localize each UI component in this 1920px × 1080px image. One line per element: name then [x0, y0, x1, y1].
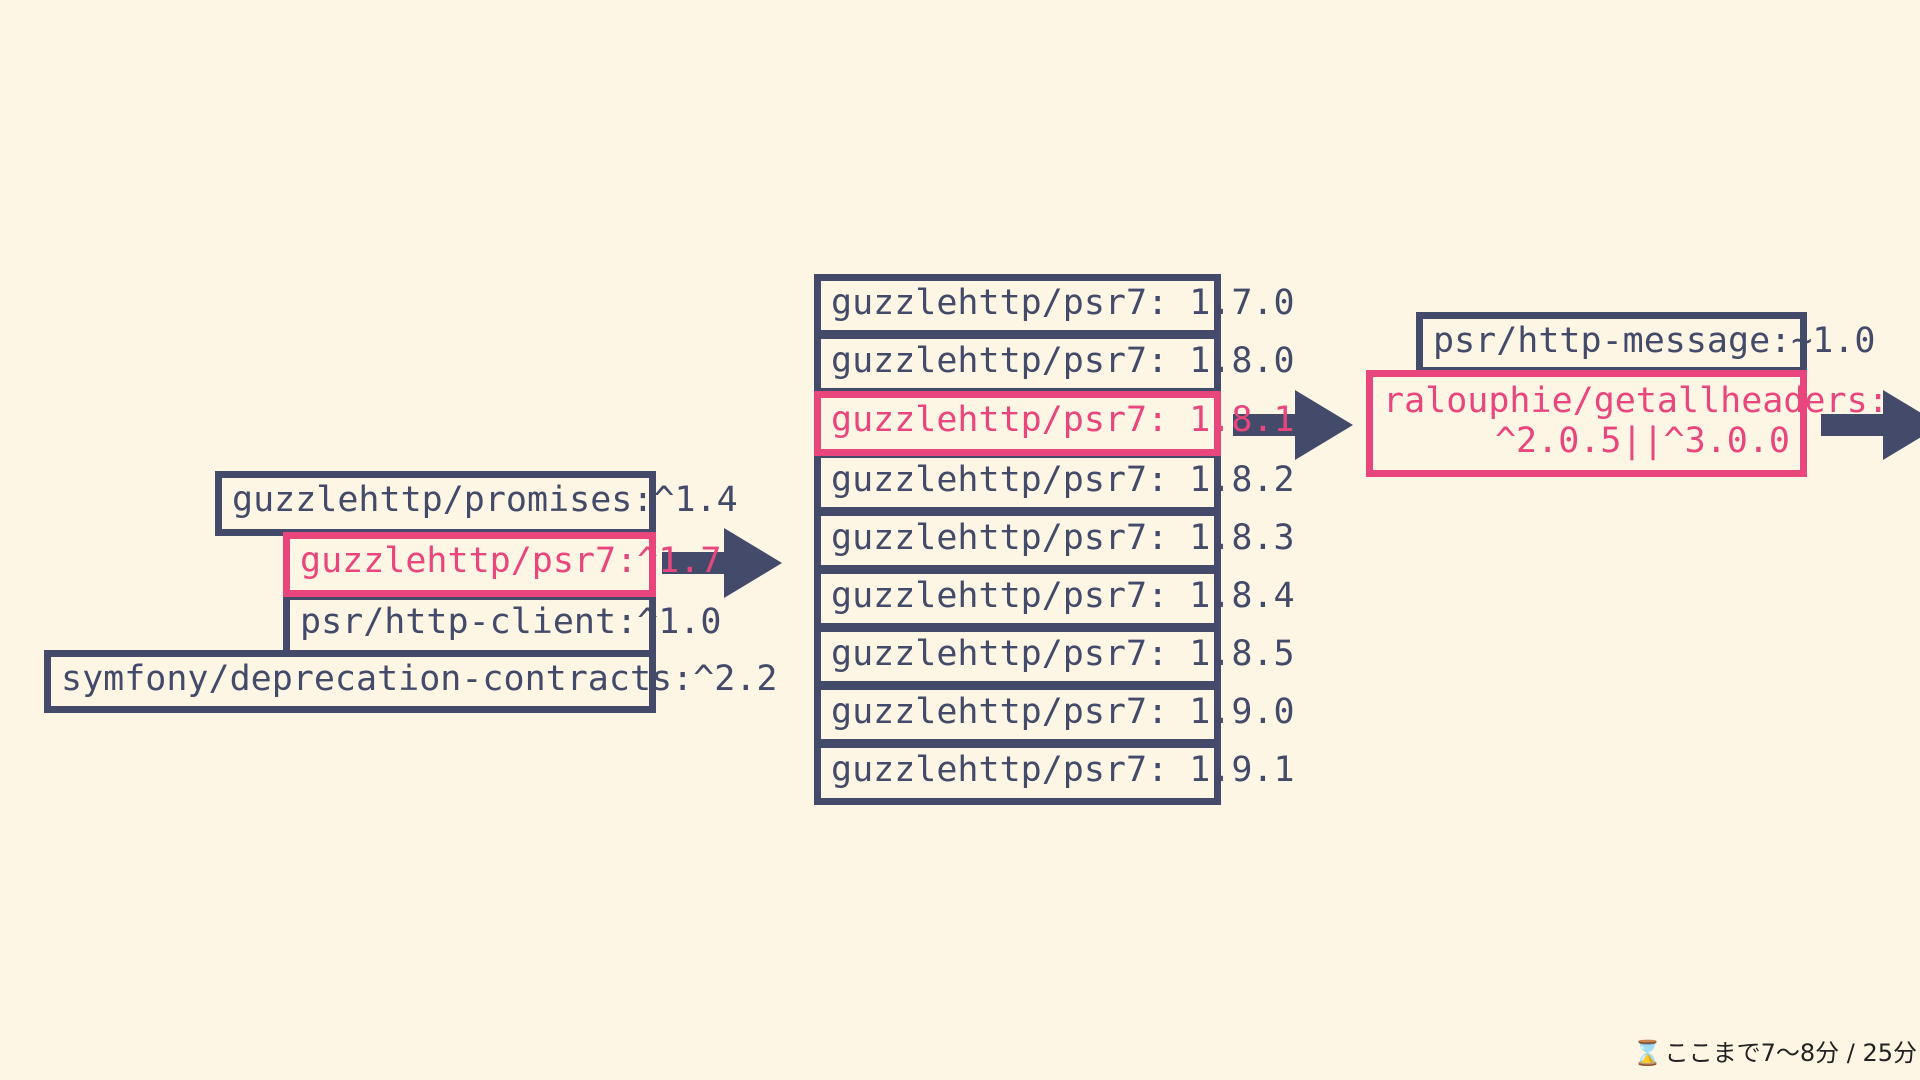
dep-label-line1: ralouphie/getallheaders:	[1383, 381, 1889, 421]
left-dep-deprecation-contracts: symfony/deprecation-contracts:^2.2	[44, 650, 777, 713]
dep-label: psr/http-message:~1.0	[1433, 321, 1876, 361]
right-dep-http-message: psr/http-message:~1.0	[1416, 312, 1876, 374]
version-label: guzzlehttp/psr7: 1.8.2	[831, 460, 1295, 500]
version-item: guzzlehttp/psr7: 1.8.5	[814, 625, 1295, 688]
arrow-right-icon	[1233, 390, 1353, 460]
dep-label: psr/http-client:^1.0	[300, 602, 722, 642]
dep-label: symfony/deprecation-contracts:^2.2	[61, 659, 778, 699]
arrow-right-icon	[662, 528, 782, 598]
version-item: guzzlehttp/psr7: 1.8.0	[814, 332, 1295, 395]
version-item: guzzlehttp/psr7: 1.7.0	[814, 274, 1295, 337]
version-label: guzzlehttp/psr7: 1.8.4	[831, 576, 1295, 616]
left-dep-http-client: psr/http-client:^1.0	[283, 593, 721, 657]
version-label: guzzlehttp/psr7: 1.9.1	[831, 750, 1295, 790]
dep-label: guzzlehttp/promises:^1.4	[232, 480, 738, 520]
time-progress-text: ここまで7〜8分 / 25分	[1664, 1039, 1917, 1067]
left-dep-promises: guzzlehttp/promises:^1.4	[215, 471, 738, 536]
version-item: guzzlehttp/psr7: 1.9.0	[814, 683, 1295, 746]
dep-label-line2: ^2.0.5||^3.0.0	[1494, 421, 1790, 461]
version-label: guzzlehttp/psr7: 1.8.1	[831, 400, 1295, 440]
version-item: guzzlehttp/psr7: 1.8.2	[814, 451, 1295, 514]
arrow-right-icon	[1821, 390, 1920, 460]
version-label: guzzlehttp/psr7: 1.8.0	[831, 341, 1295, 381]
version-item: guzzlehttp/psr7: 1.9.1	[814, 741, 1295, 805]
right-dep-getallheaders: ralouphie/getallheaders: ^2.0.5||^3.0.0	[1366, 370, 1889, 477]
version-item-selected: guzzlehttp/psr7: 1.8.1	[814, 391, 1295, 456]
version-label: guzzlehttp/psr7: 1.9.0	[831, 692, 1295, 732]
version-label: guzzlehttp/psr7: 1.8.3	[831, 518, 1295, 558]
time-progress: ⌛ここまで7〜8分 / 25分	[1633, 1033, 1917, 1068]
version-item: guzzlehttp/psr7: 1.8.3	[814, 509, 1295, 572]
hourglass-icon: ⌛	[1632, 1039, 1663, 1067]
dep-label: guzzlehttp/psr7:^1.7	[300, 541, 722, 581]
left-dep-psr7: guzzlehttp/psr7:^1.7	[283, 532, 721, 597]
version-label: guzzlehttp/psr7: 1.7.0	[831, 283, 1295, 323]
version-item: guzzlehttp/psr7: 1.8.4	[814, 567, 1295, 630]
version-label: guzzlehttp/psr7: 1.8.5	[831, 634, 1295, 674]
